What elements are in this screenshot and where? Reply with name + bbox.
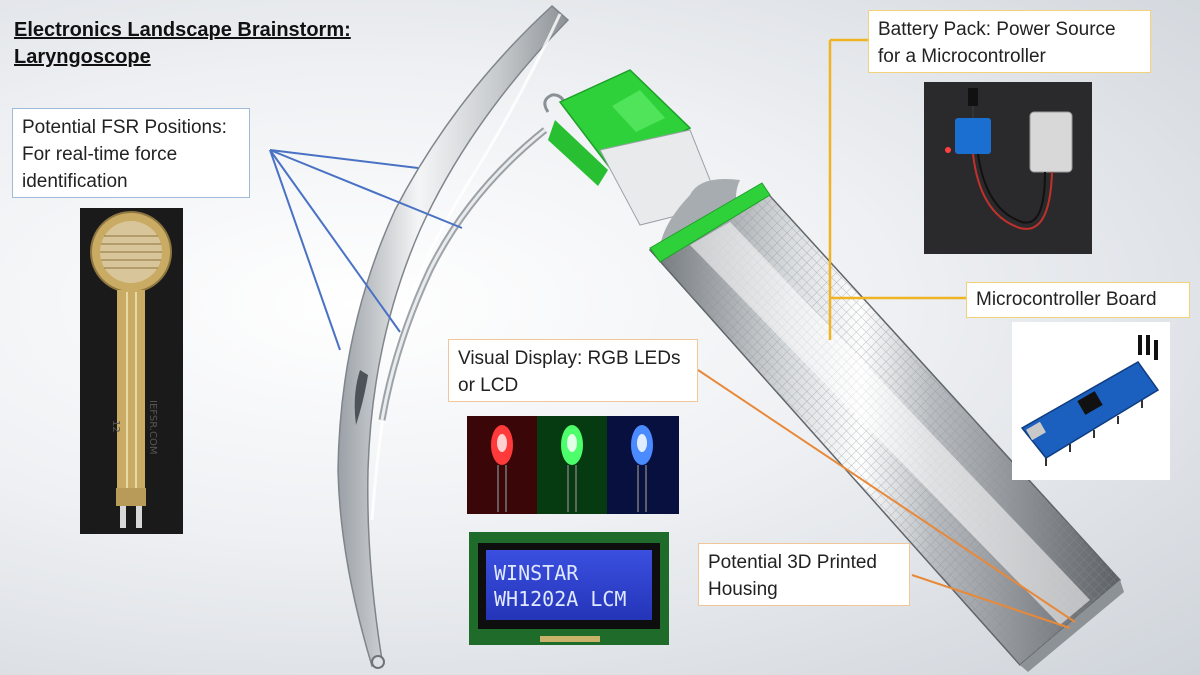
rgb-led-photo (467, 416, 679, 514)
fsr-callout-line2: For real-time force (22, 144, 178, 165)
fsr-callout: Potential FSR Positions: For real-time f… (12, 108, 250, 198)
fsr-callout-line3: identification (22, 171, 128, 192)
battery-callout: Battery Pack: Power Source for a Microco… (868, 10, 1151, 73)
laryngoscope-blade (337, 4, 570, 669)
slide-title-line2: Laryngoscope (14, 46, 151, 68)
fsr-brand-print: IEFSR.COM (147, 400, 158, 454)
microcontroller-callout: Microcontroller Board (966, 282, 1190, 318)
fsr-leader-lines (269, 149, 463, 351)
laryngoscope-handle (648, 179, 1124, 672)
battery-callout-line2: for a Microcontroller (878, 46, 1046, 67)
slide-title-line1: Electronics Landscape Brainstorm: (14, 19, 351, 41)
microcontroller-photo (1012, 322, 1170, 480)
lcd-line-1: WINSTAR (494, 561, 579, 585)
slide-title: Electronics Landscape Brainstorm: Laryng… (14, 17, 351, 71)
display-callout-line1: Visual Display: RGB LEDs (458, 348, 681, 369)
lcd-module-photo: WINSTAR WH1202A LCM (469, 532, 669, 645)
display-leader-lines (697, 369, 1076, 629)
housing-callout-line2: Housing (708, 579, 778, 600)
battery-pack-photo (924, 82, 1092, 254)
fsr-sensor-photo: IEFSR.COM 12 (80, 208, 183, 534)
housing-callout: Potential 3D Printed Housing (698, 543, 910, 606)
fsr-model-print: 12 (110, 420, 121, 433)
housing-callout-line1: Potential 3D Printed (708, 552, 877, 573)
battery-bracket (828, 38, 966, 340)
microcontroller-callout-line1: Microcontroller Board (976, 289, 1157, 310)
display-callout: Visual Display: RGB LEDs or LCD (448, 339, 698, 402)
lcd-line-2: WH1202A LCM (494, 587, 626, 611)
battery-callout-line1: Battery Pack: Power Source (878, 19, 1116, 40)
display-callout-line2: or LCD (458, 375, 519, 396)
fsr-callout-line1: Potential FSR Positions: (22, 117, 227, 138)
